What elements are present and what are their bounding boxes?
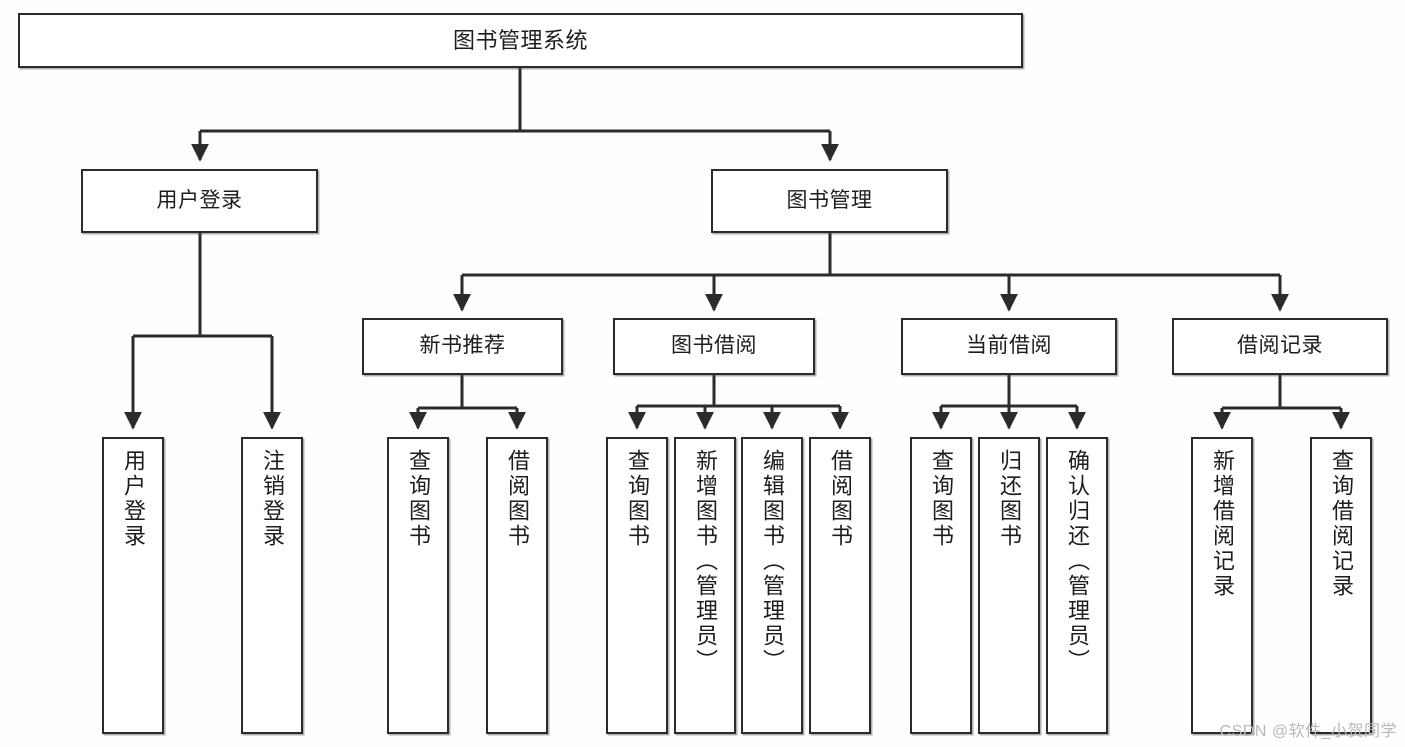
leaf-borrow-add-book-admin[interactable]: 新增图书（管理员） bbox=[674, 437, 736, 734]
leaf-recommend-borrow-book[interactable]: 借阅图书 bbox=[486, 437, 548, 734]
node-label: 借阅图书 bbox=[828, 449, 853, 549]
leaf-borrow-query-book[interactable]: 查询图书 bbox=[606, 437, 668, 734]
node-label: 当前借阅 bbox=[966, 334, 1052, 358]
leaf-recommend-query-book[interactable]: 查询图书 bbox=[387, 437, 449, 734]
node-label: 图书管理系统 bbox=[452, 27, 588, 53]
node-label: 新增图书（管理员） bbox=[693, 449, 718, 674]
node-label: 查询借阅记录 bbox=[1329, 449, 1354, 599]
node-label: 编辑图书（管理员） bbox=[760, 449, 785, 674]
leaf-record-add-record[interactable]: 新增借阅记录 bbox=[1191, 437, 1253, 734]
leaf-user-login-logout[interactable]: 注销登录 bbox=[241, 437, 303, 734]
leaf-record-query-record[interactable]: 查询借阅记录 bbox=[1310, 437, 1372, 734]
node-label: 查询图书 bbox=[625, 449, 650, 549]
node-label: 借阅图书 bbox=[505, 449, 530, 549]
leaf-current-confirm-return-admin[interactable]: 确认归还（管理员） bbox=[1046, 437, 1108, 734]
node-book-management[interactable]: 图书管理 bbox=[711, 169, 948, 233]
node-borrow-record[interactable]: 借阅记录 bbox=[1172, 318, 1388, 375]
node-label: 用户登录 bbox=[121, 449, 146, 549]
node-root-book-management-system[interactable]: 图书管理系统 bbox=[18, 13, 1023, 68]
node-label: 用户登录 bbox=[156, 188, 243, 212]
node-label: 图书借阅 bbox=[671, 334, 757, 358]
node-label: 查询图书 bbox=[406, 449, 431, 549]
leaf-current-return-book[interactable]: 归还图书 bbox=[978, 437, 1040, 734]
node-label: 借阅记录 bbox=[1237, 334, 1323, 358]
leaf-user-login-login[interactable]: 用户登录 bbox=[102, 437, 164, 734]
leaf-current-query-book[interactable]: 查询图书 bbox=[910, 437, 972, 734]
leaf-borrow-borrow-book[interactable]: 借阅图书 bbox=[809, 437, 871, 734]
node-label: 新书推荐 bbox=[419, 334, 506, 358]
node-label: 注销登录 bbox=[260, 449, 285, 549]
csdn-watermark: CSDN @软件_小贺同学 bbox=[1219, 723, 1397, 740]
node-label: 图书管理 bbox=[786, 188, 873, 212]
node-book-borrow[interactable]: 图书借阅 bbox=[613, 318, 815, 375]
node-new-book-recommend[interactable]: 新书推荐 bbox=[362, 318, 563, 375]
node-label: 查询图书 bbox=[929, 449, 954, 549]
leaf-borrow-edit-book-admin[interactable]: 编辑图书（管理员） bbox=[741, 437, 803, 734]
node-current-borrow[interactable]: 当前借阅 bbox=[901, 318, 1117, 375]
node-label: 归还图书 bbox=[997, 449, 1022, 549]
node-label: 确认归还（管理员） bbox=[1065, 449, 1090, 674]
node-label: 新增借阅记录 bbox=[1210, 449, 1235, 599]
node-user-login[interactable]: 用户登录 bbox=[81, 169, 318, 233]
